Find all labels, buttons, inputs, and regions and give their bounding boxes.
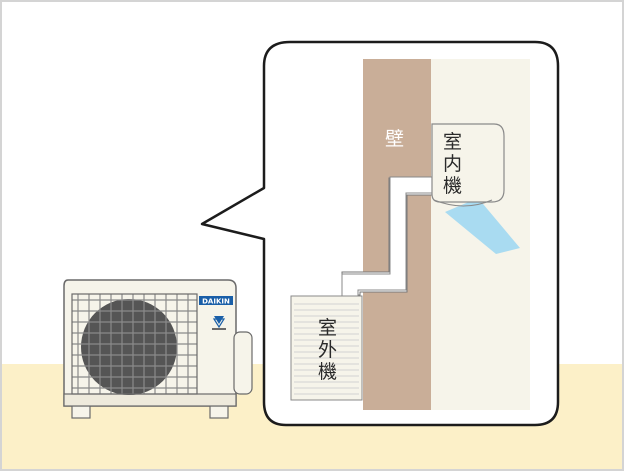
indoor-unit-label-1: 室	[443, 131, 462, 153]
brand-name: DAIKIN	[202, 298, 230, 306]
brand-badge	[199, 296, 233, 305]
fan-grille	[72, 294, 197, 394]
outdoor-unit-large: DAIKIN	[63, 279, 253, 419]
indoor-unit-label-2: 内	[443, 153, 462, 175]
indoor-unit-label-3: 機	[443, 175, 462, 197]
outdoor-unit-small-grille	[294, 303, 359, 395]
pipe-outline-inner	[357, 192, 432, 297]
outdoor-unit-label-3: 機	[318, 361, 337, 383]
pipe-outline	[341, 176, 432, 297]
indoor-unit-vane	[433, 199, 493, 207]
outdoor-unit-small	[290, 295, 363, 401]
outdoor-unit-label-1: 室	[318, 317, 337, 339]
airflow	[445, 198, 520, 254]
pipe-line	[342, 177, 432, 297]
brand-logo-icon	[212, 316, 226, 330]
outdoor-unit-label-2: 外	[318, 339, 337, 361]
fan-disc	[81, 299, 177, 395]
wall-label: 壁	[385, 128, 404, 150]
indoor-unit	[431, 123, 505, 203]
